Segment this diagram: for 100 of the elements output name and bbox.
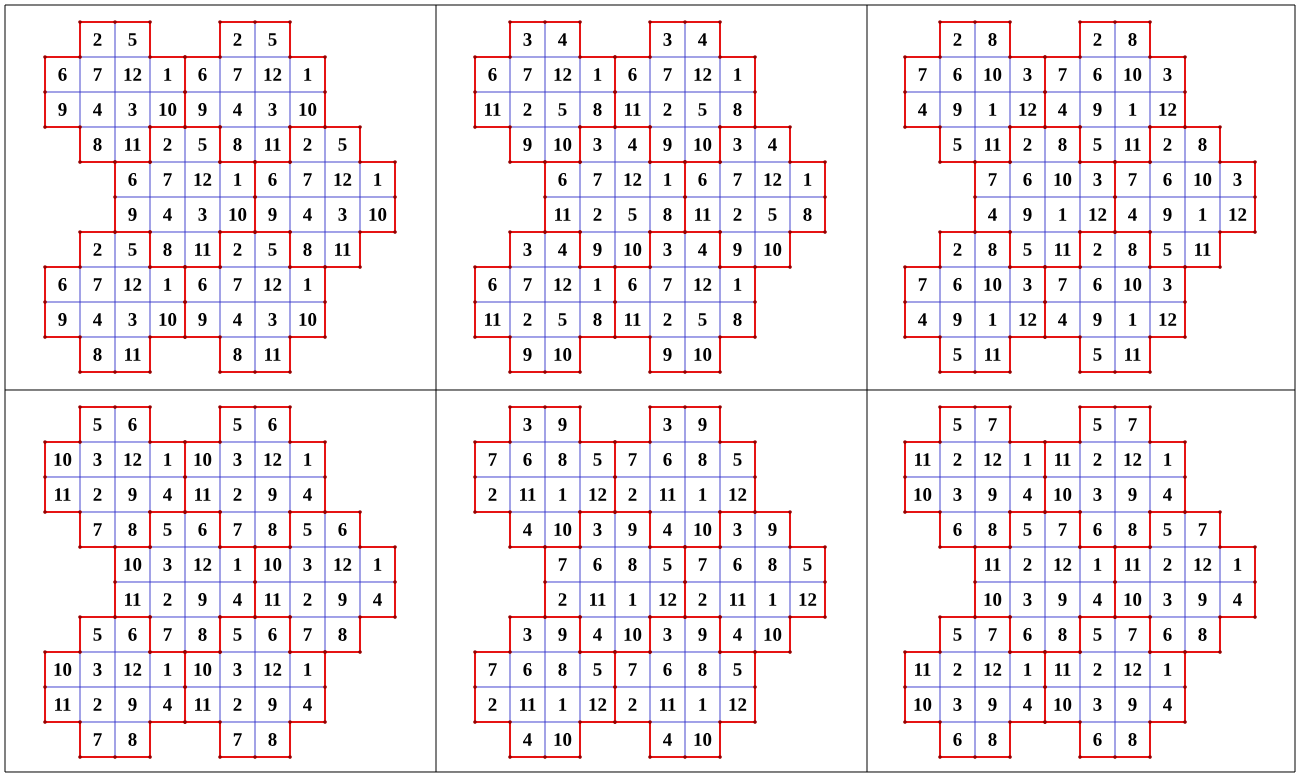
cell-number: 4 — [1023, 698, 1032, 711]
cell-number: 3 — [663, 243, 672, 256]
cell-number: 1 — [1094, 558, 1102, 571]
cell-number: 2 — [628, 698, 637, 711]
cell-number: 9 — [198, 103, 207, 116]
cell-number: 3 — [1233, 173, 1242, 186]
cell-number: 4 — [1128, 208, 1137, 221]
cell-number: 2 — [163, 138, 172, 151]
cell-number: 10 — [1054, 173, 1072, 186]
cell-number: 11 — [625, 313, 641, 326]
cell-number: 11 — [265, 138, 281, 151]
cell-number: 10 — [554, 348, 572, 361]
cell-number: 4 — [163, 698, 172, 711]
cell-number: 12 — [694, 68, 712, 81]
cell-number: 5 — [593, 453, 602, 466]
cell-number: 6 — [488, 278, 497, 291]
cell-number: 1 — [734, 278, 742, 291]
cell-number: 3 — [163, 558, 172, 571]
cell-number: 11 — [985, 348, 1001, 361]
cell-number: 10 — [1124, 278, 1142, 291]
cell-number: 6 — [663, 453, 672, 466]
cell-number: 10 — [984, 68, 1002, 81]
cell-number: 11 — [1055, 243, 1071, 256]
cell-number: 6 — [58, 278, 67, 291]
cell-number: 4 — [93, 313, 102, 326]
cell-number: 1 — [1164, 453, 1172, 466]
cell-number: 2 — [1093, 243, 1102, 256]
cell-number: 11 — [125, 593, 141, 606]
cell-number: 12 — [264, 453, 282, 466]
cell-number: 6 — [268, 418, 277, 431]
cell-number: 6 — [1093, 733, 1102, 746]
cell-number: 6 — [1093, 523, 1102, 536]
cell-number: 4 — [593, 628, 602, 641]
cell-number: 1 — [664, 173, 672, 186]
cell-number: 6 — [488, 68, 497, 81]
cell-number: 12 — [264, 663, 282, 676]
cell-number: 7 — [523, 68, 532, 81]
cell-number: 1 — [164, 68, 172, 81]
cell-number: 12 — [1124, 453, 1142, 466]
cell-number: 3 — [953, 488, 962, 501]
cell-number: 5 — [803, 558, 812, 571]
cell-number: 2 — [233, 243, 242, 256]
cell-number: 11 — [485, 103, 501, 116]
cell-number: 1 — [989, 103, 997, 116]
cell-number: 12 — [764, 173, 782, 186]
cell-number: 11 — [555, 208, 571, 221]
cell-number: 1 — [734, 68, 742, 81]
cell-number: 6 — [1093, 68, 1102, 81]
cell-number: 10 — [159, 103, 177, 116]
cell-number: 11 — [660, 698, 676, 711]
cell-number: 5 — [233, 628, 242, 641]
cell-number: 5 — [128, 243, 137, 256]
cell-number: 11 — [1125, 558, 1141, 571]
cell-number: 10 — [764, 628, 782, 641]
cell-number: 12 — [124, 68, 142, 81]
cell-number: 12 — [554, 68, 572, 81]
cell-number: 1 — [699, 488, 707, 501]
cell-number: 4 — [1163, 698, 1172, 711]
cell-number: 8 — [1058, 138, 1067, 151]
cell-number: 8 — [593, 313, 602, 326]
cell-number: 2 — [303, 593, 312, 606]
cell-number: 12 — [124, 278, 142, 291]
cell-number: 7 — [1198, 523, 1207, 536]
cell-number: 5 — [1093, 628, 1102, 641]
cell-number: 5 — [628, 208, 637, 221]
cell-number: 10 — [194, 453, 212, 466]
cell-number: 4 — [1163, 488, 1172, 501]
cell-number: 1 — [989, 313, 997, 326]
cell-number: 7 — [1058, 68, 1067, 81]
cell-number: 9 — [558, 418, 567, 431]
cell-number: 3 — [1093, 698, 1102, 711]
cell-number: 3 — [198, 208, 207, 221]
cell-number: 7 — [233, 733, 242, 746]
cell-number: 5 — [1023, 243, 1032, 256]
cell-number: 8 — [1128, 243, 1137, 256]
cell-number: 12 — [1019, 313, 1037, 326]
cell-number: 2 — [628, 488, 637, 501]
cell-number: 11 — [1055, 453, 1071, 466]
cell-number: 7 — [558, 558, 567, 571]
cell-number: 12 — [659, 593, 677, 606]
cell-number: 10 — [694, 733, 712, 746]
cell-number: 10 — [54, 453, 72, 466]
cell-number: 7 — [733, 173, 742, 186]
cell-number: 6 — [698, 173, 707, 186]
cell-number: 9 — [663, 138, 672, 151]
cell-number: 1 — [1059, 208, 1067, 221]
cell-number: 6 — [198, 278, 207, 291]
cell-number: 5 — [733, 663, 742, 676]
cell-number: 11 — [915, 663, 931, 676]
cell-number: 7 — [918, 278, 927, 291]
cell-number: 9 — [268, 488, 277, 501]
cell-number: 5 — [128, 33, 137, 46]
cell-number: 4 — [663, 733, 672, 746]
cell-number: 12 — [334, 173, 352, 186]
cell-number: 2 — [93, 698, 102, 711]
cell-number: 4 — [918, 103, 927, 116]
cell-number: 8 — [93, 348, 102, 361]
cell-number: 8 — [988, 243, 997, 256]
cell-number: 3 — [268, 103, 277, 116]
cell-number: 1 — [804, 173, 812, 186]
